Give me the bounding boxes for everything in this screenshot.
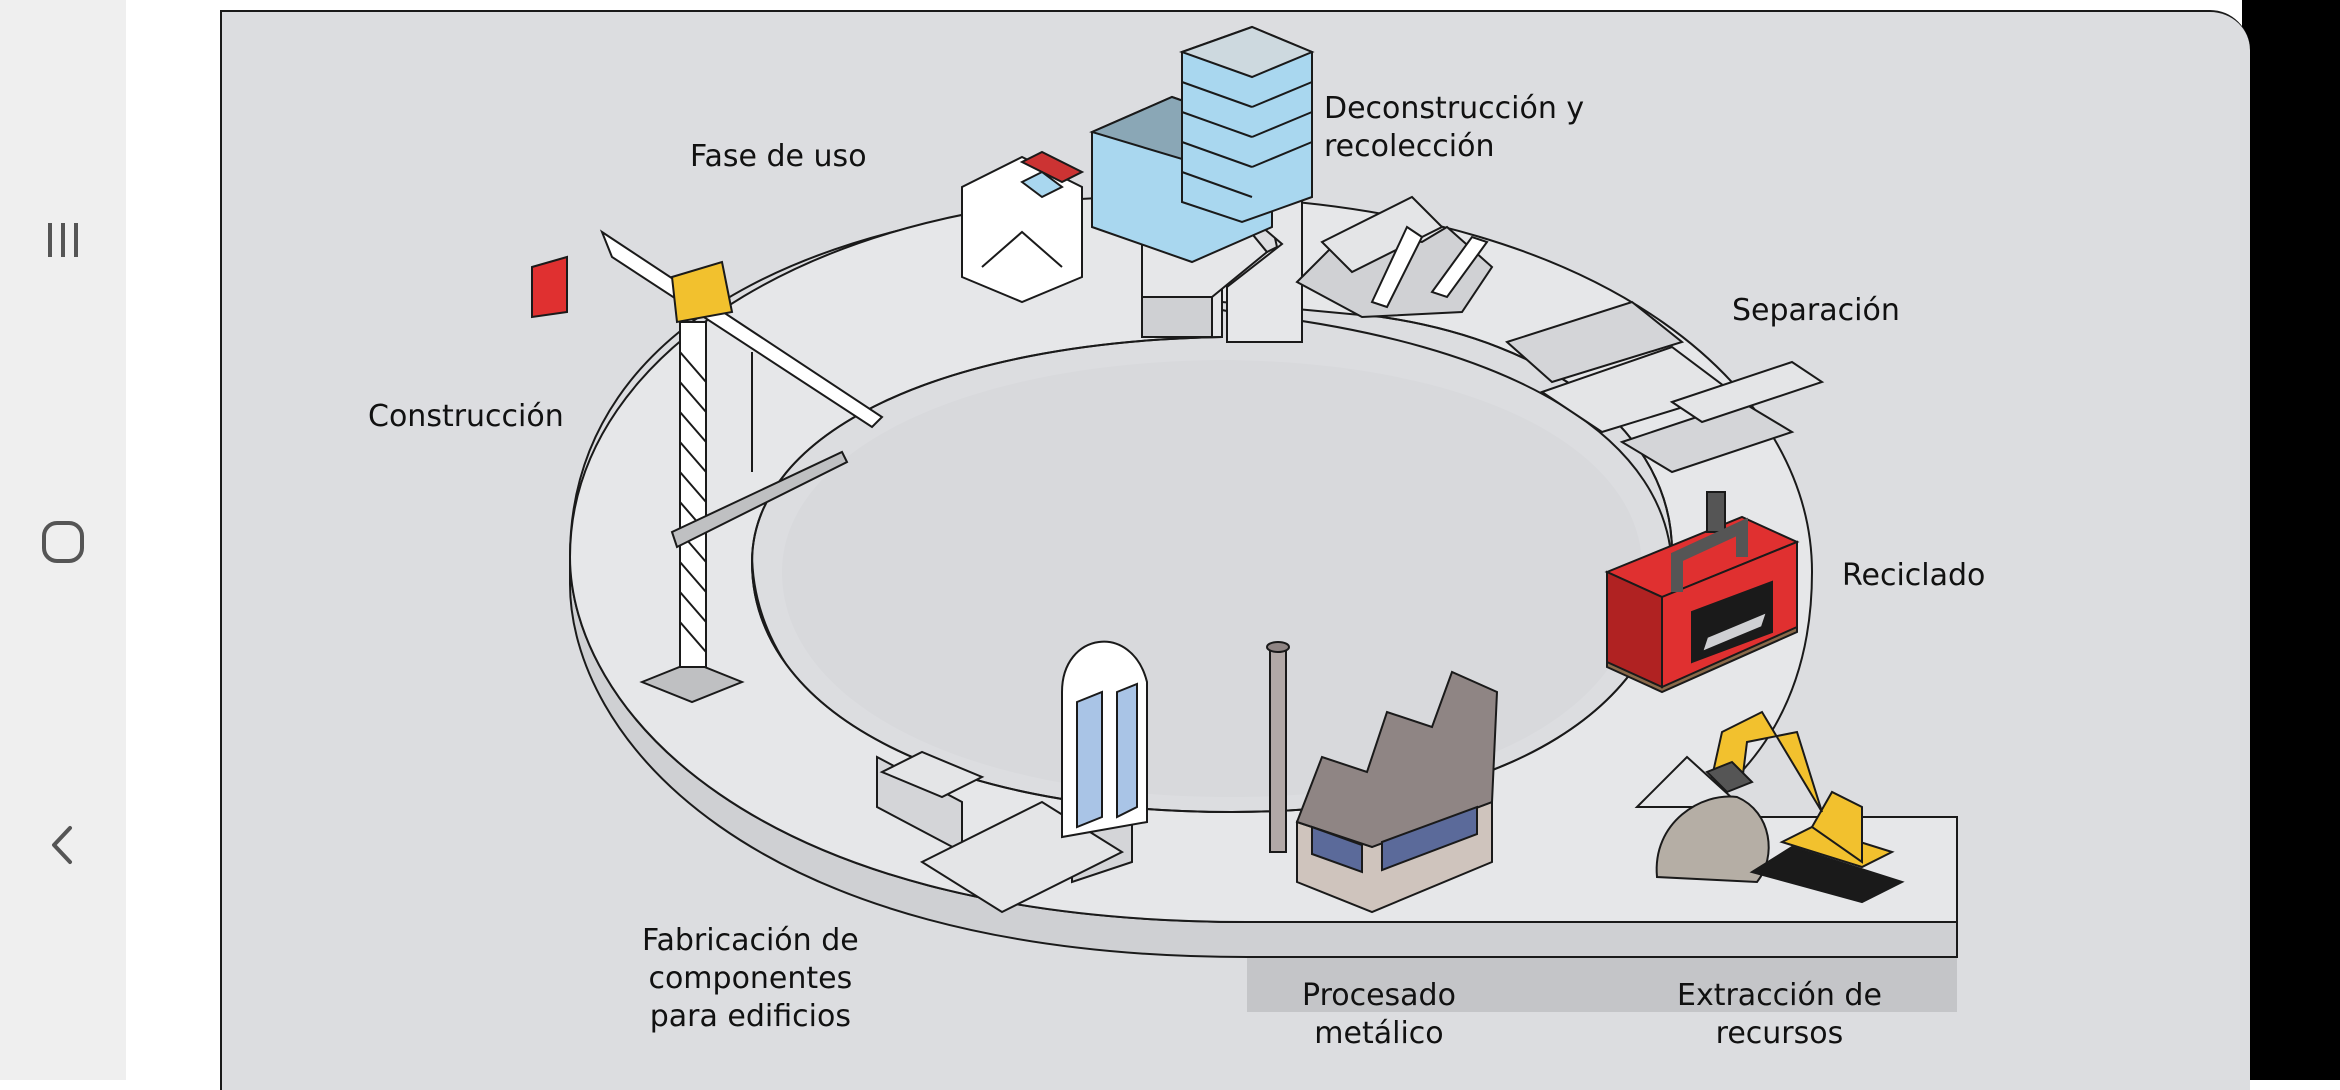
stage-label-extraction: Extracción de recursos <box>1677 978 1882 1051</box>
stage-label-recycling: Reciclado <box>1842 558 1986 593</box>
stage-label-deconstruction: Deconstrucción y recolección <box>1324 91 1585 164</box>
screen-edge <box>2242 0 2340 1080</box>
stage-label-separation: Separación <box>1732 293 1900 328</box>
crane-illustration <box>531 229 884 704</box>
excavator-illustration <box>1655 710 1905 904</box>
system-navigation-bar <box>0 0 126 1080</box>
recents-button[interactable] <box>18 195 108 285</box>
use-phase-buildings-illustration <box>961 25 1315 304</box>
recents-lines-icon <box>48 223 78 257</box>
ring-hole <box>782 360 1642 797</box>
home-rounded-square-icon <box>42 521 84 563</box>
recycling-machine-illustration <box>1604 491 1800 694</box>
metal-factory-illustration <box>1266 641 1499 914</box>
diagram-frame: Fase de uso Deconstrucción y recolección… <box>220 10 2250 1090</box>
home-button[interactable] <box>18 497 108 587</box>
stage-label-metal-processing: Procesado metálico <box>1302 978 1456 1051</box>
back-button[interactable] <box>18 800 108 890</box>
back-chevron-icon <box>52 826 72 864</box>
separation-beams-illustration <box>1505 300 1825 474</box>
building-components-illustration <box>876 640 1148 914</box>
stage-label-components: Fabricación de componentes para edificio… <box>642 923 859 1034</box>
extraction-arrowhead <box>1634 755 1745 808</box>
stage-label-use-phase: Fase de uso <box>690 139 867 174</box>
stage-label-construction: Construcción <box>368 399 564 434</box>
deconstruction-debris-illustration <box>1295 195 1494 319</box>
life-cycle-diagram <box>531 25 1958 1012</box>
